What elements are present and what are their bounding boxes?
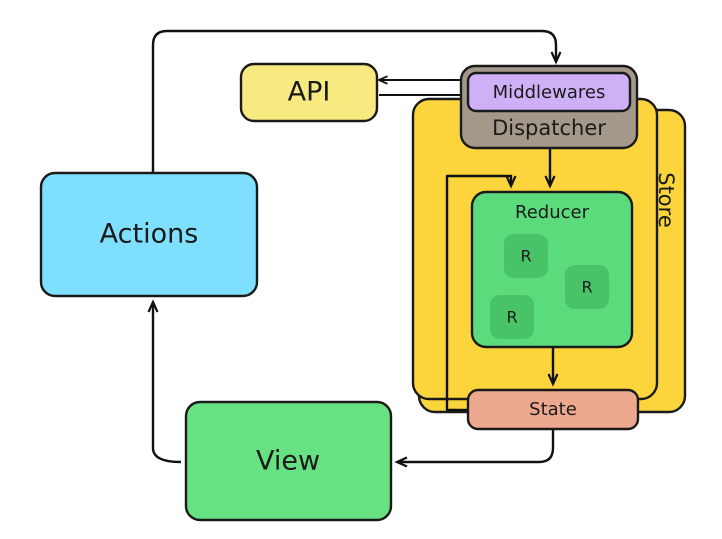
view-label: View	[256, 446, 320, 477]
actions-label: Actions	[100, 219, 199, 250]
state-label: State	[529, 399, 577, 420]
reducer-unit-rect[interactable]	[504, 234, 548, 278]
view-node[interactable]: View	[184, 400, 393, 522]
reducer-unit-rect[interactable]	[565, 265, 609, 309]
api-label: API	[288, 77, 331, 108]
api-node[interactable]: API	[239, 62, 379, 123]
edge-view-to-actions	[147, 299, 182, 464]
state-rect[interactable]	[466, 388, 640, 431]
edge-state-to-reducer	[445, 174, 517, 412]
middlewares-label: Middlewares	[493, 82, 606, 103]
reducer-unit[interactable]: R	[504, 234, 548, 278]
edge-actions-to-middlewares	[151, 29, 562, 291]
reducer-node[interactable]: Reducer R R R	[470, 190, 634, 349]
middlewares-rect[interactable]	[466, 71, 632, 113]
actions-rect[interactable]	[39, 171, 259, 298]
dispatcher-label: Dispatcher	[492, 116, 606, 140]
reducer-unit[interactable]: R	[490, 295, 534, 339]
actions-node[interactable]: Actions	[39, 171, 259, 298]
reducer-unit[interactable]: R	[565, 265, 609, 309]
reducer-unit-rect[interactable]	[490, 295, 534, 339]
state-node[interactable]: State	[466, 388, 640, 431]
middlewares-node[interactable]: Middlewares	[466, 71, 632, 113]
reducer-unit-label: R	[520, 247, 531, 266]
view-rect[interactable]	[184, 400, 393, 522]
reducer-unit-label: R	[506, 308, 517, 327]
edge-state-to-view	[394, 429, 555, 468]
reducer-label: Reducer	[515, 202, 590, 223]
api-rect[interactable]	[239, 62, 379, 123]
reducer-unit-label: R	[581, 278, 592, 297]
store-label: Store	[654, 172, 678, 228]
